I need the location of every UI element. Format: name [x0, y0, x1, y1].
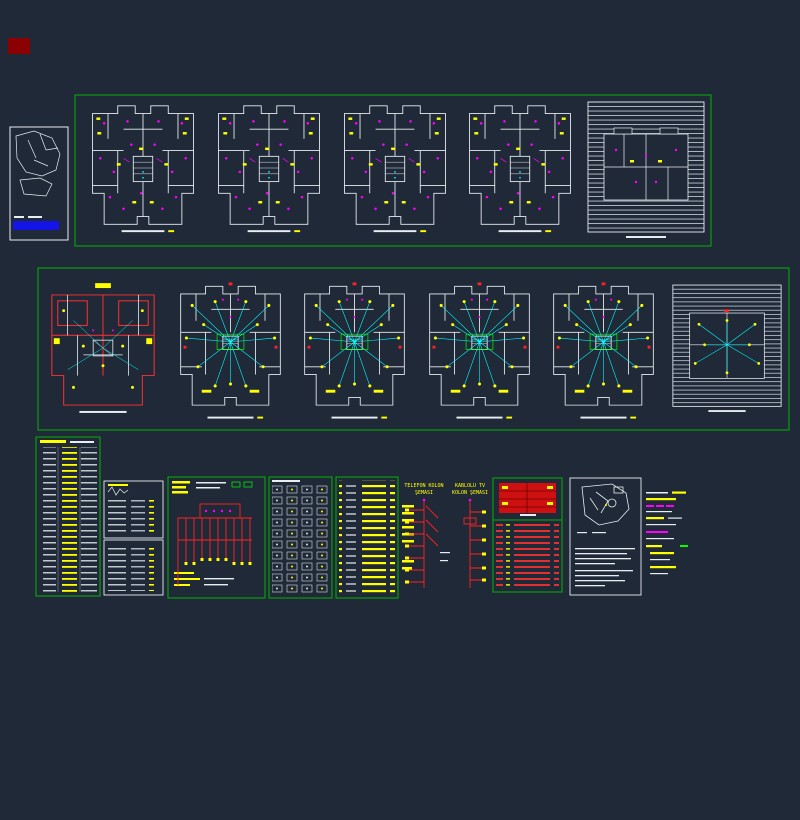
legend-frame-top — [103, 480, 164, 539]
telefon-riser-title-line2: ŞEMASI — [415, 490, 433, 496]
vicinity-plan-frame — [9, 126, 69, 241]
notes-panel[interactable] — [569, 477, 642, 596]
cable-schedule-panel[interactable] — [335, 476, 399, 599]
table-rows — [39, 447, 97, 592]
floor-plan-2-3[interactable] — [304, 281, 405, 420]
telefon-riser-title-line1: TELEFON KOLON — [404, 483, 443, 489]
board-divisions — [499, 483, 556, 513]
site-sketch — [15, 130, 61, 197]
notes-text-lines — [575, 532, 635, 587]
corner-red-block — [8, 38, 30, 54]
riser-bus-lines — [177, 503, 252, 585]
telefon-riser-lines — [408, 500, 439, 588]
legend-rows — [108, 498, 158, 534]
riser-floor-labels — [402, 505, 414, 570]
roof-plan-2[interactable] — [672, 284, 782, 413]
text-mark — [14, 216, 24, 218]
riser-node-dots — [204, 509, 232, 513]
symbol-legend-panel[interactable] — [103, 480, 164, 596]
red-schedule-frame — [492, 519, 563, 593]
table-column-lines — [57, 447, 81, 592]
riser-note-marks — [440, 552, 450, 562]
sheet-row-1 — [74, 94, 712, 247]
symbol-grid-frame — [268, 476, 333, 599]
floor-plan-1-3[interactable] — [343, 105, 447, 233]
sheet-frame-row2 — [37, 267, 790, 431]
symbol-grid-panel[interactable] — [268, 476, 333, 599]
floor-plan-1-2[interactable] — [217, 105, 321, 233]
title-block-bar — [13, 221, 59, 230]
cable-schedule-frame — [335, 476, 399, 599]
tv-riser-title-line2: KOLON ŞEMASI — [452, 490, 488, 496]
telefon-tv-riser-diagrams[interactable]: TELEFON KOLON ŞEMASI KABLOLU TV KOLON ŞE… — [402, 483, 488, 588]
board-body — [499, 483, 556, 513]
board-label-mark — [520, 514, 536, 516]
sheet-row-2 — [37, 267, 790, 431]
sheet-frame-row1 — [74, 94, 712, 247]
legend-frame-bottom — [103, 539, 164, 596]
board-terminals — [502, 486, 553, 505]
floor-plan-1-1[interactable] — [91, 105, 195, 233]
distribution-board-panel[interactable] — [492, 477, 563, 593]
floor-plan-2-4[interactable] — [429, 281, 530, 420]
notes-frame — [569, 477, 642, 596]
vicinity-plan-panel[interactable] — [9, 126, 69, 241]
floor-plan-1-4[interactable] — [468, 105, 572, 233]
legend-table-panel[interactable] — [35, 436, 101, 597]
roof-plan-1[interactable] — [587, 101, 705, 239]
waveform-symbol — [107, 486, 129, 496]
key-plan-dot — [605, 504, 607, 506]
table-header-mark — [40, 440, 66, 443]
red-schedule-rows — [496, 523, 559, 589]
key-plan-sketch — [581, 483, 630, 526]
meter-symbol — [243, 481, 253, 488]
table-header-mark — [70, 441, 94, 443]
electrical-riser-panel[interactable] — [167, 476, 266, 599]
meter-symbol — [231, 481, 241, 488]
symbol-grid-cells — [272, 485, 329, 594]
riser-tap-marks — [405, 508, 486, 584]
legend-title-mark — [108, 484, 128, 486]
tv-riser-title-line1: KABLOLU TV — [455, 483, 485, 489]
symbol-grid-title-mark — [272, 480, 300, 482]
floor-plan-2-1[interactable] — [51, 282, 155, 414]
tv-riser-lines — [463, 500, 484, 588]
cable-schedule-rows — [339, 480, 395, 594]
text-mark — [28, 216, 42, 218]
riser-outlet-marks — [184, 558, 252, 565]
floor-plan-2-2[interactable] — [180, 281, 281, 420]
side-annotations — [646, 491, 688, 575]
legend-table-frame — [35, 436, 101, 597]
floor-plan-2-5[interactable] — [553, 281, 654, 420]
riser-top-nodes — [422, 498, 472, 502]
riser-labels-white — [196, 482, 234, 586]
riser-labels-yellow — [172, 481, 200, 586]
legend-rows — [108, 544, 158, 591]
riser-frame — [167, 476, 266, 599]
